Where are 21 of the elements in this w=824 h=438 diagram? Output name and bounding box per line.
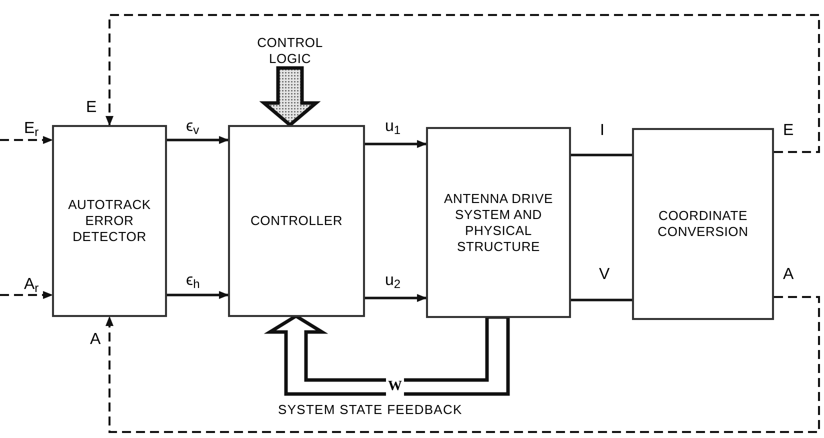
edge-label: W bbox=[386, 378, 404, 396]
process-box bbox=[228, 125, 365, 317]
process-box bbox=[632, 128, 774, 320]
block-arrow bbox=[259, 66, 321, 128]
edge-label: E$_{r}$ bbox=[22, 120, 41, 138]
box-label: AUTOTRACK ERROR DETECTOR bbox=[67, 197, 152, 245]
dashed-arrow bbox=[0, 291, 53, 299]
box-label: COORDINATE CONVERSION bbox=[656, 208, 750, 240]
dashed-arrow bbox=[0, 136, 53, 144]
box-label: ANTENNA DRIVE SYSTEM AND PHYSICAL STRUCTURE bbox=[443, 190, 554, 254]
arrow bbox=[167, 291, 229, 299]
process-box bbox=[426, 127, 571, 318]
block-label: CONTROL LOGIC bbox=[256, 35, 324, 67]
edge-label: A$_{r}$ bbox=[22, 276, 41, 294]
process-box bbox=[52, 125, 167, 317]
dashed-arrow bbox=[106, 14, 820, 153]
dashed-arrow bbox=[106, 296, 820, 433]
box-label: CONTROLLER bbox=[249, 213, 344, 229]
arrow bbox=[167, 136, 229, 144]
arrow bbox=[365, 294, 427, 302]
arrow bbox=[365, 140, 427, 148]
